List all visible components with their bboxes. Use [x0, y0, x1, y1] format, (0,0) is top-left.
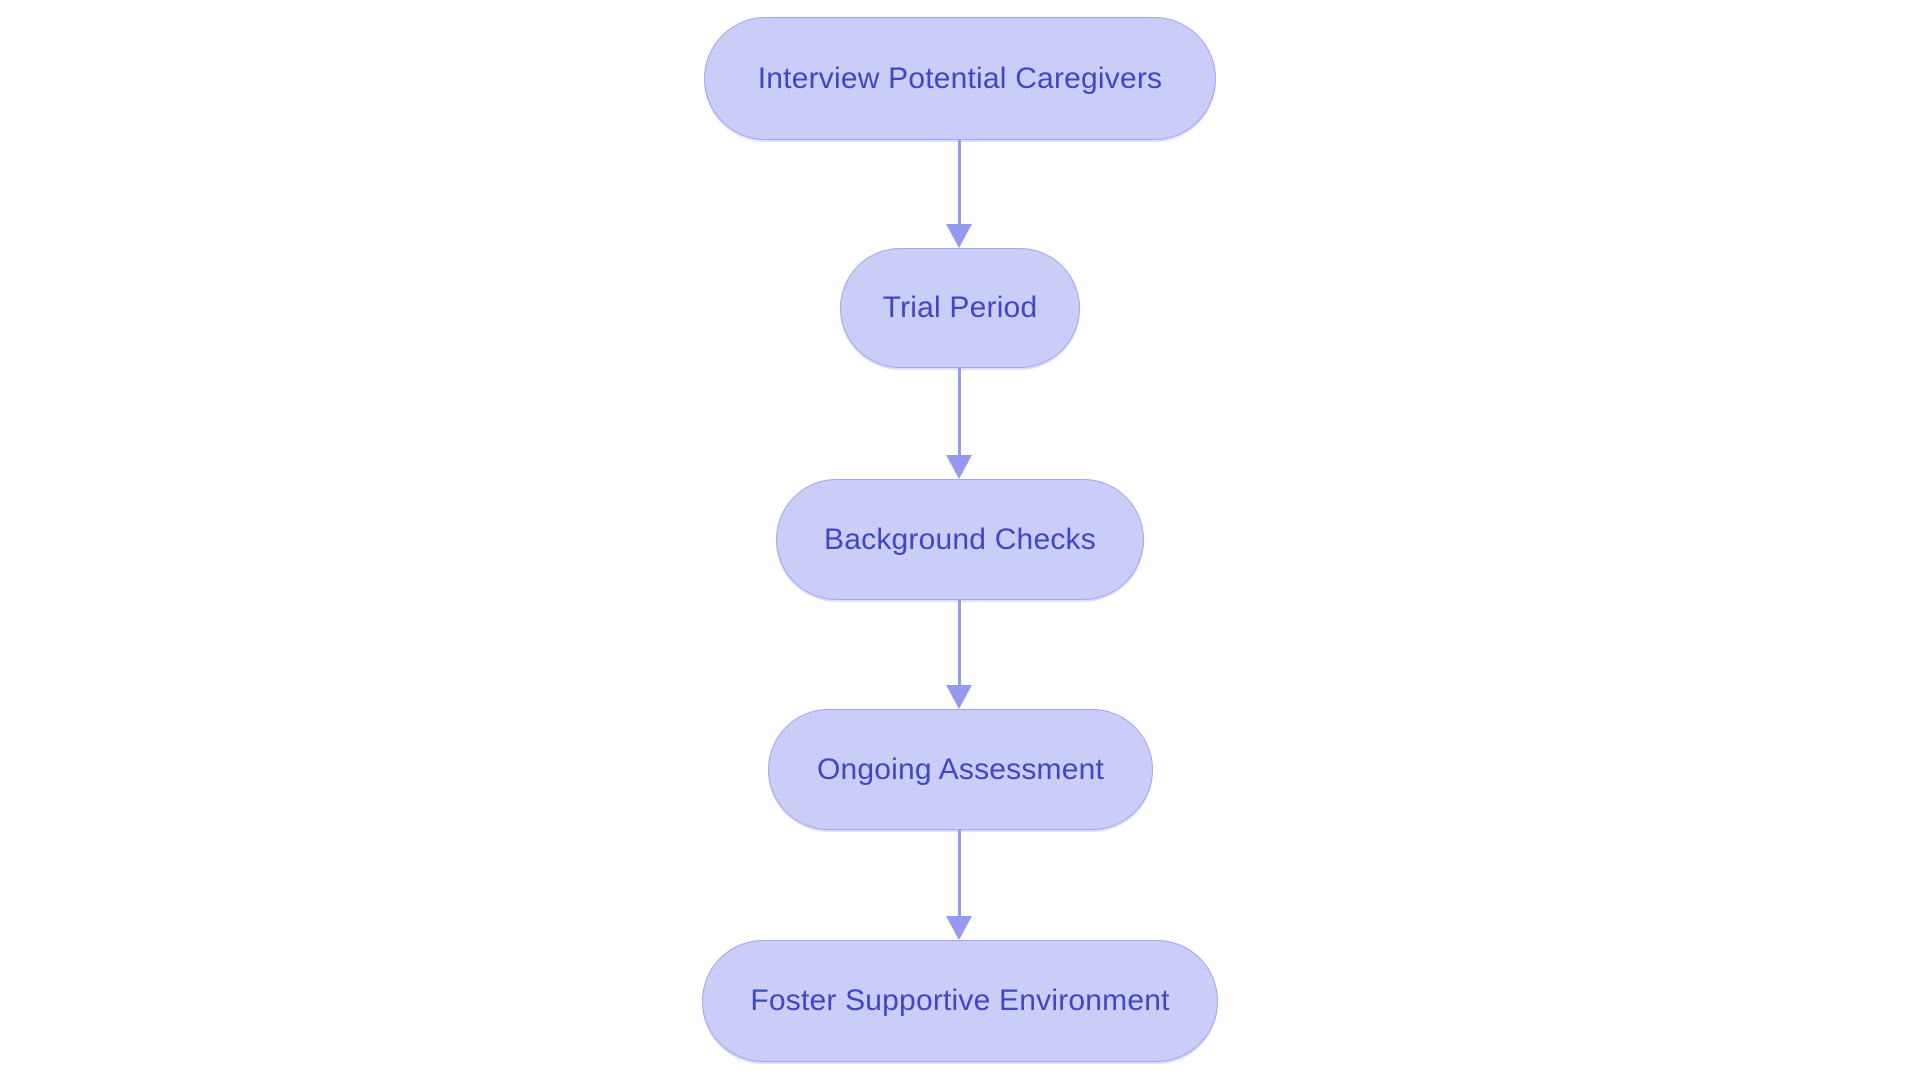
arrow-line [958, 830, 961, 917]
flow-node-label: Ongoing Assessment [816, 752, 1105, 786]
arrow-down-icon [946, 685, 972, 709]
flow-node-label: Interview Potential Caregivers [757, 61, 1163, 95]
arrow-down-icon [946, 224, 972, 248]
flow-node-label: Background Checks [824, 522, 1096, 556]
arrow-line [958, 600, 961, 686]
flow-node-background-checks: Background Checks [776, 479, 1144, 600]
flow-node-label: Foster Supportive Environment [750, 984, 1170, 1017]
arrow-line [958, 140, 961, 225]
flow-node-interview-potential-caregivers: Interview Potential Caregivers [704, 17, 1216, 140]
flow-node-label: Trial Period [882, 291, 1038, 324]
arrow-line [958, 368, 961, 456]
flow-node-trial-period: Trial Period [840, 248, 1080, 368]
arrow-down-icon [946, 916, 972, 940]
flow-node-foster-supportive-environment: Foster Supportive Environment [702, 940, 1218, 1062]
flow-node-ongoing-assessment: Ongoing Assessment [768, 709, 1153, 830]
arrow-down-icon [946, 455, 972, 479]
